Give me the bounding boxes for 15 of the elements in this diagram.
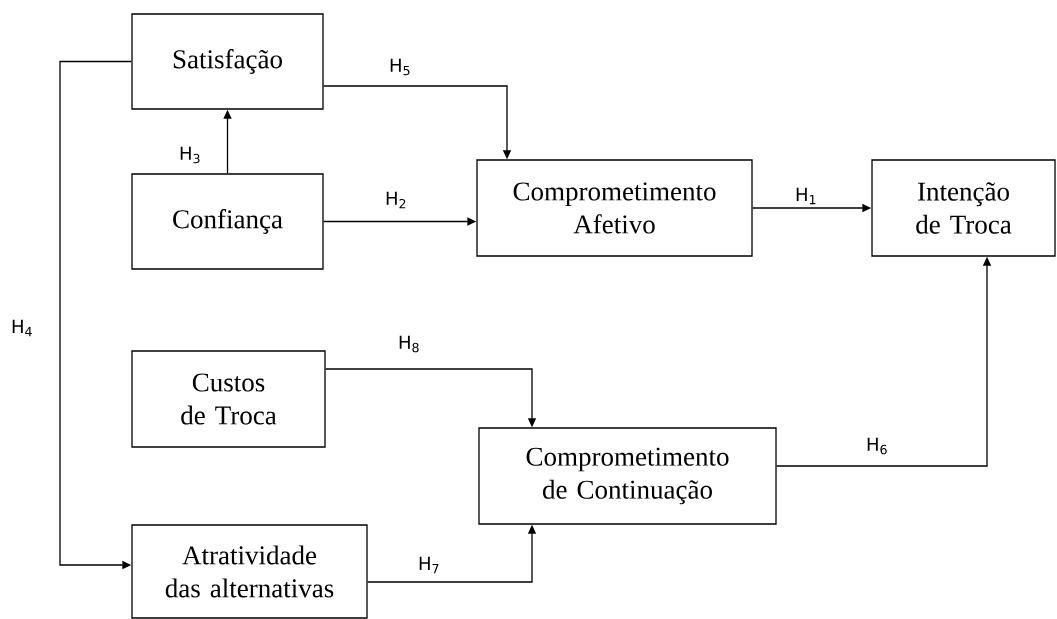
box: Comprometimento Afetivo <box>476 159 753 257</box>
box: Atratividade das alternativas <box>131 524 368 619</box>
edge-label: H$_{4}$ <box>10 318 35 338</box>
edge-label: H$_{5}$ <box>388 57 413 77</box>
edge-label: H$_{6}$ <box>865 436 890 456</box>
box: Intenção de Troca <box>871 159 1056 257</box>
box: Comprometimento de Continuação <box>478 427 777 525</box>
edge-label: H$_{7}$ <box>417 555 442 575</box>
edge-label: H$_{2}$ <box>384 190 409 210</box>
box: Confiança <box>131 173 324 270</box>
box: Custos de Troca <box>131 350 326 448</box>
edge-label: H$_{3}$ <box>178 145 203 165</box>
edge-label: H$_{1}$ <box>794 186 819 206</box>
edge-label: H$_{8}$ <box>397 334 422 354</box>
box: Satisfação <box>131 13 324 110</box>
